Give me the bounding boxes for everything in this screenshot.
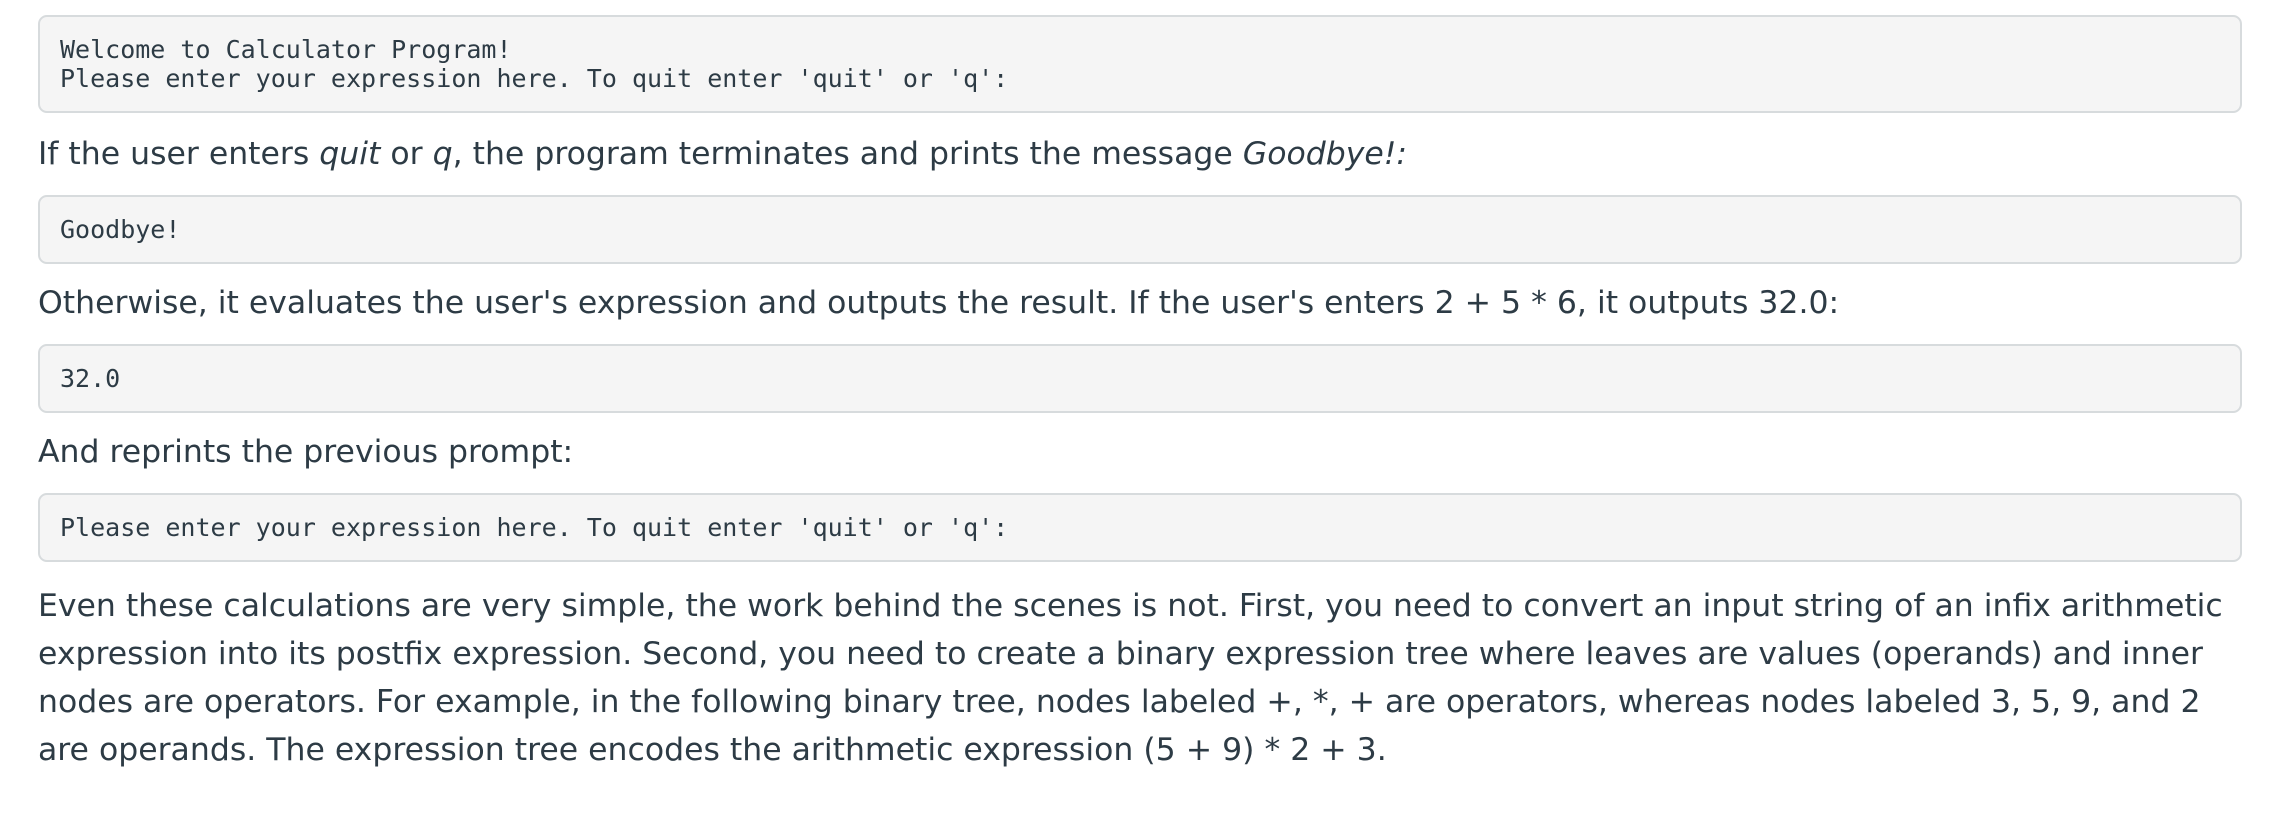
emphasis-quit: quit xyxy=(319,136,381,172)
page-content: Welcome to Calculator Program!Please ent… xyxy=(38,15,2242,774)
paragraph-quit-explanation: If the user enters quit or q, the progra… xyxy=(38,130,2242,178)
emphasis-q: q xyxy=(432,136,453,172)
code-block-result: 32.0 xyxy=(38,344,2242,413)
text-fragment: or xyxy=(380,136,433,172)
code-line-goodbye: Goodbye! xyxy=(60,215,181,244)
paragraph-evaluate-explanation: Otherwise, it evaluates the user's expre… xyxy=(38,285,1840,321)
paragraph-expression-tree-explanation: Even these calculations are very simple,… xyxy=(38,588,2223,768)
code-line-prompt: Please enter your expression here. To qu… xyxy=(60,513,1009,542)
code-block-goodbye: Goodbye! xyxy=(38,195,2242,264)
code-line-prompt: Please enter your expression here. To qu… xyxy=(60,64,1009,93)
text-fragment: If the user enters xyxy=(38,136,320,172)
code-line-welcome: Welcome to Calculator Program! xyxy=(60,35,512,64)
paragraph-reprint-explanation: And reprints the previous prompt: xyxy=(38,434,574,470)
code-block-prompt: Please enter your expression here. To qu… xyxy=(38,493,2242,562)
text-fragment: , the program terminates and prints the … xyxy=(452,136,1243,172)
emphasis-goodbye: Goodbye!: xyxy=(1242,136,1408,172)
code-line-result: 32.0 xyxy=(60,364,121,393)
code-block-welcome: Welcome to Calculator Program!Please ent… xyxy=(38,15,2242,113)
